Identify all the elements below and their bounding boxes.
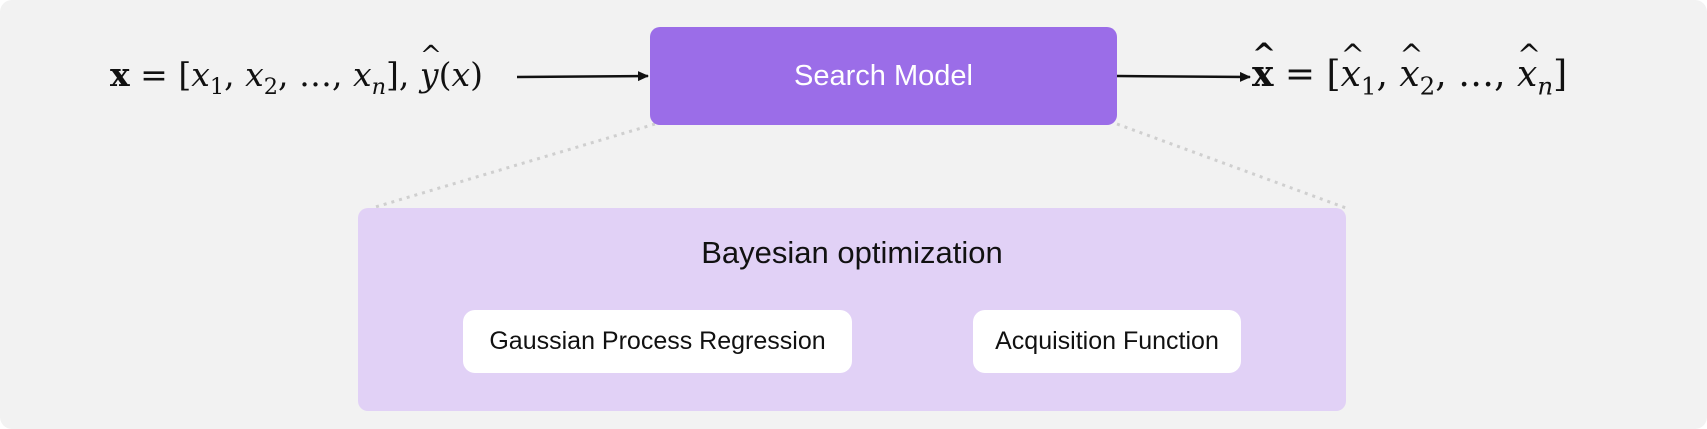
subscript-1: 1 bbox=[1360, 71, 1377, 101]
gaussian-process-regression-box: Gaussian Process Regression bbox=[463, 310, 852, 373]
search-model-box: Search Model bbox=[650, 27, 1117, 125]
close-paren: ) bbox=[470, 55, 483, 94]
left-bracket: [ bbox=[178, 55, 192, 94]
output-formula: x = [x1, x2, …, xn] bbox=[1252, 40, 1568, 101]
comma: , bbox=[1494, 54, 1518, 95]
bayesian-optimization-title: Bayesian optimization bbox=[701, 235, 1003, 270]
input-arrow bbox=[516, 71, 649, 82]
ellipsis: … bbox=[298, 55, 332, 94]
comma: , bbox=[398, 55, 420, 94]
y-hat: y bbox=[420, 43, 439, 91]
bayesian-optimization-panel: Bayesian optimization Gaussian Process R… bbox=[358, 208, 1346, 411]
x-hat-variable: x bbox=[1517, 41, 1538, 93]
comma: , bbox=[278, 55, 299, 94]
x-hat-variable: x bbox=[1399, 41, 1420, 93]
search-model-label: Search Model bbox=[794, 59, 973, 92]
output-vector-symbol: x bbox=[1252, 40, 1274, 92]
zoom-line-left bbox=[371, 122, 656, 210]
subscript-n: n bbox=[371, 73, 387, 100]
comma: , bbox=[1376, 54, 1400, 95]
comma: , bbox=[1435, 54, 1459, 95]
subscript-n: n bbox=[1537, 71, 1554, 101]
equals-sign: = bbox=[1273, 54, 1327, 95]
right-bracket: ] bbox=[1553, 54, 1568, 95]
x-variable: x bbox=[352, 55, 372, 94]
zoom-line-right bbox=[1116, 122, 1347, 210]
x-variable: x bbox=[451, 55, 471, 94]
x-variable: x bbox=[245, 55, 264, 94]
input-vector-symbol: x bbox=[110, 55, 130, 94]
ellipsis: … bbox=[1458, 54, 1495, 95]
right-bracket: ] bbox=[386, 55, 399, 94]
input-formula: x = [x1, x2, …, xn], y(x) bbox=[110, 43, 483, 100]
subscript-2: 2 bbox=[1419, 71, 1436, 101]
x-hat-variable: x bbox=[1341, 41, 1362, 93]
equals-sign: = bbox=[129, 55, 179, 94]
x-variable: x bbox=[191, 55, 210, 94]
acquisition-function-box: Acquisition Function bbox=[973, 310, 1241, 373]
acquisition-function-label: Acquisition Function bbox=[995, 327, 1219, 355]
subscript-2: 2 bbox=[263, 73, 278, 100]
comma: , bbox=[331, 55, 353, 94]
subscript-1: 1 bbox=[209, 73, 225, 100]
comma: , bbox=[224, 55, 246, 94]
output-arrow bbox=[1116, 71, 1251, 82]
left-bracket: [ bbox=[1326, 54, 1341, 95]
gaussian-process-regression-label: Gaussian Process Regression bbox=[489, 327, 826, 355]
